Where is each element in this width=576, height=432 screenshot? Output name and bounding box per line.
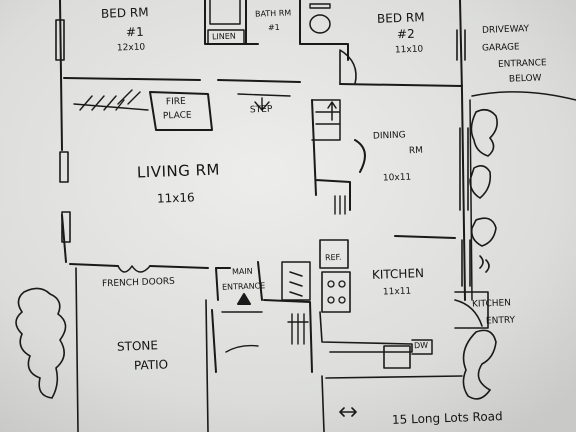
kitchen-top-wall [394, 235, 456, 239]
french-doors [117, 265, 151, 273]
driveway-line2: GARAGE [481, 42, 520, 54]
right-exterior-wall [459, 0, 466, 301]
address-label: 15 Long Lots Road [391, 409, 503, 427]
shrub-right-1 [470, 108, 498, 157]
driveway-line3: ENTRANCE [497, 58, 547, 70]
front-walk [321, 375, 463, 432]
linen-label: LINEN [211, 31, 236, 42]
shrub-left [15, 287, 67, 399]
stove [321, 271, 351, 313]
sink [309, 3, 331, 9]
stone-patio-line1: STONE [116, 338, 159, 354]
kitchen-size: 11x11 [382, 286, 412, 298]
dining-room-name1: DINING [372, 130, 406, 142]
bedroom1-bottom-wall [63, 77, 463, 87]
shrub-right-2 [469, 164, 492, 199]
entrance-door-swing [221, 311, 263, 353]
hearth [73, 103, 149, 111]
bedroom2-size: 11x10 [394, 44, 424, 56]
shrub-bottom [462, 329, 497, 400]
main-entrance-line1: MAIN [231, 266, 253, 277]
dining-stair-rail [334, 195, 346, 215]
living-bottom-wall [69, 263, 231, 269]
fireplace-outline [149, 91, 213, 131]
living-room-name: LIVING RM [136, 160, 221, 182]
main-entrance-line2: ENTRANCE [221, 281, 266, 292]
dining-stairs [311, 99, 341, 141]
dining-room-name2: RM [408, 145, 424, 157]
right-window-mid [459, 127, 469, 211]
entrance-walls [211, 261, 313, 373]
refrigerator [319, 239, 349, 269]
main-entrance-arrow [237, 293, 251, 305]
entrance-rail [287, 313, 309, 345]
bedroom2-door [339, 49, 357, 85]
bedroom1-number: #1 [125, 24, 144, 40]
shrub-right-3 [470, 217, 497, 247]
kitchen-entry-line2: ENTRY [485, 315, 516, 327]
driveway-line4: BELOW [508, 73, 542, 85]
bedroom1-size: 12x10 [116, 42, 146, 54]
bath-name: BATH RM [254, 8, 292, 19]
bath-tub [209, 0, 241, 25]
kitchen-entry-line1: KITCHEN [471, 298, 512, 310]
bedroom2-name: BED RM [376, 10, 425, 26]
driveway-edge [469, 91, 576, 301]
refrigerator-label: REF. [324, 252, 342, 263]
left-window-upper [55, 19, 65, 61]
stone-patio-line2: PATIO [133, 357, 169, 373]
kitchen-name: KITCHEN [371, 266, 425, 282]
kitchen-counter [319, 311, 413, 369]
toilet [309, 14, 331, 34]
right-window-upper [456, 29, 466, 61]
dishwasher-label: DW [413, 340, 429, 351]
bedroom1-name: BED RM [100, 5, 149, 21]
dining-partition [311, 99, 366, 211]
patio-edge [75, 267, 209, 432]
dishwasher [411, 339, 433, 355]
linen-closet [207, 29, 245, 45]
bath-walls [204, 0, 349, 61]
left-window-mid [59, 151, 69, 183]
right-window-lower [461, 239, 471, 287]
step-line [237, 93, 291, 111]
driveway-line1: DRIVEWAY [481, 24, 530, 36]
step-label: STEP [249, 104, 273, 116]
bath-number: #1 [267, 22, 280, 33]
left-window-lower [61, 211, 71, 243]
entrance-stairs [281, 261, 311, 301]
fireplace-label-line1: FIRE [165, 96, 186, 108]
bedroom2-number: #2 [396, 26, 415, 42]
fireplace-label-line2: PLACE [162, 110, 192, 122]
shrub-right-4 [479, 255, 490, 273]
dining-room-size: 10x11 [382, 172, 412, 184]
living-room-size: 11x16 [156, 190, 195, 206]
hearth-hatch [79, 89, 141, 111]
